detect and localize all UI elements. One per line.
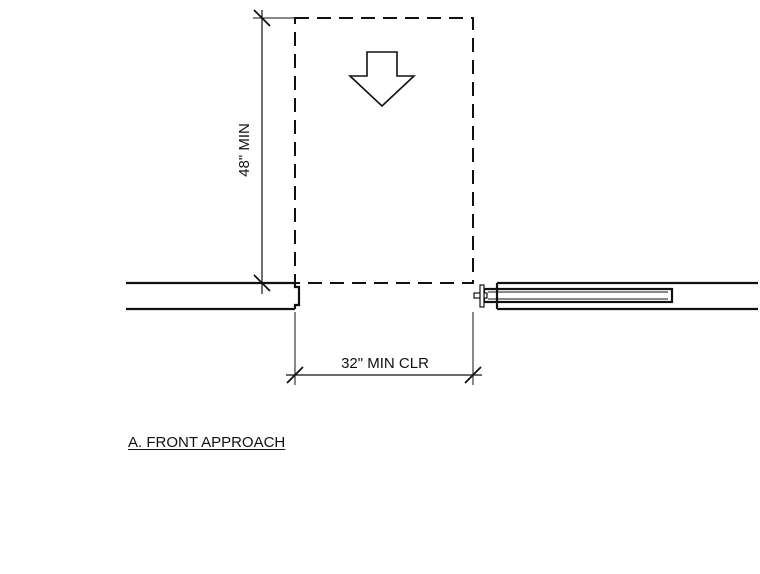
pocket-door [482,287,674,304]
depth-dimension [253,9,295,294]
clear-floor-space [294,17,474,284]
door-pull-icon [473,284,488,308]
left-wall [126,281,301,311]
width-dimension-label: 32" MIN CLR [341,355,429,372]
depth-dimension-label: 48" MIN [236,123,253,177]
width-dimension [286,312,482,385]
diagram-caption: A. FRONT APPROACH [128,434,286,451]
arrow-down-icon [347,51,417,108]
right-wall [495,281,758,311]
